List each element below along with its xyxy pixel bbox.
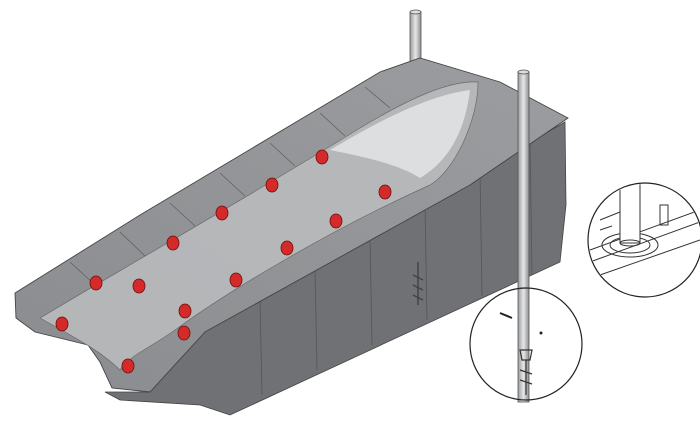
detail-callout-collar [587,182,700,298]
roller [89,275,103,291]
roller [329,213,343,229]
roller-group [55,149,392,374]
roller [215,205,229,221]
anchor-screw [412,262,424,305]
pole-front-cap [517,69,530,75]
dock-top-grooves [69,86,391,286]
detail-callout-anchor [469,287,583,401]
roller [265,177,279,193]
roller [166,235,180,251]
roller [55,316,69,332]
roller [280,240,294,256]
pole-back-cap [409,9,422,15]
roller [315,149,329,165]
pole-front [517,71,530,403]
roller [132,278,146,294]
roller [229,272,243,288]
roller [177,325,191,341]
roller [121,358,135,374]
hull-cradle-sheen [330,90,470,178]
dock-side-segments [259,142,533,396]
roller [378,184,392,200]
roller [178,303,192,319]
